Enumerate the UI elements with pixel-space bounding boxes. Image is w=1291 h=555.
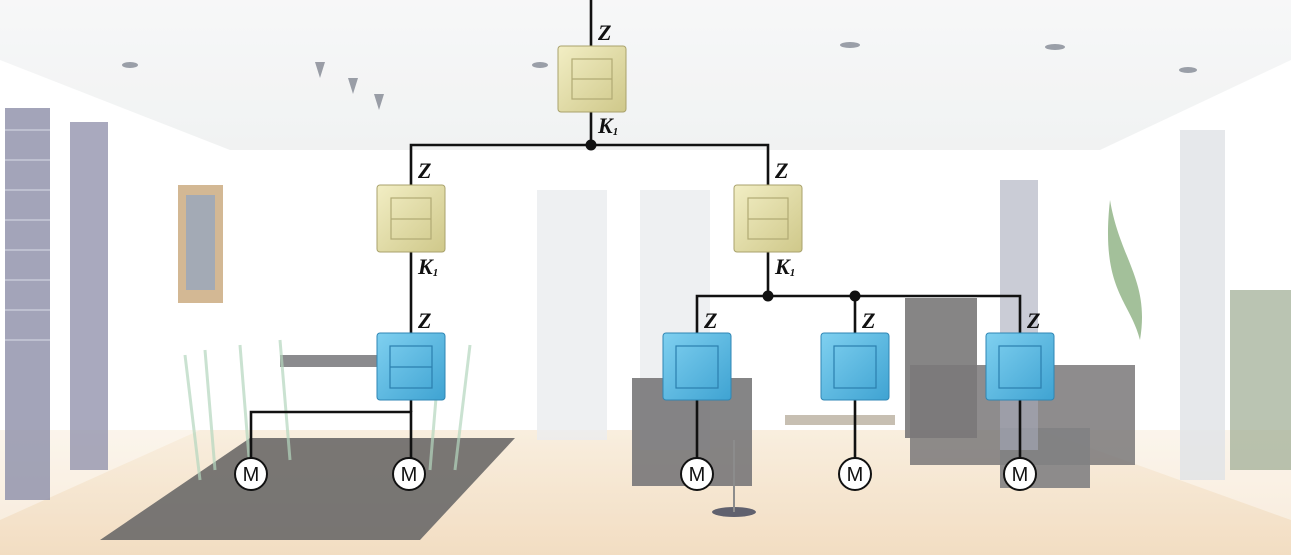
motor-label: M: [847, 464, 864, 486]
coffee-table: [785, 415, 895, 425]
motor-label: M: [1012, 464, 1029, 486]
label-k-subscript: 1: [613, 126, 619, 138]
wiring: [249, 0, 1022, 458]
label-z: Z: [774, 158, 788, 183]
label-z: Z: [417, 308, 431, 333]
motor-label: M: [401, 464, 418, 486]
plant: [1107, 200, 1143, 340]
label-z: Z: [1026, 308, 1040, 333]
motor-label: M: [243, 464, 260, 486]
label-k: K: [597, 113, 614, 138]
label-z: Z: [597, 20, 611, 45]
motor-3: M: [680, 457, 714, 491]
motor-1: M: [234, 457, 268, 491]
ceiling-lights: [122, 42, 1197, 110]
door-left: [537, 190, 607, 440]
window-left-2: [70, 122, 108, 470]
actuator-switch-1: [376, 332, 446, 401]
central-switch-top: [557, 45, 627, 113]
junction-dot: [849, 290, 861, 302]
ceiling: [0, 0, 1291, 150]
label-k1: K1: [417, 254, 438, 279]
garden-view: [1230, 290, 1291, 470]
dining-table: [280, 355, 390, 367]
motor-4: M: [838, 457, 872, 491]
actuator-switch-4: [985, 332, 1055, 401]
label-k-subscript: 1: [433, 267, 439, 279]
label-k1: K1: [774, 254, 795, 279]
window-right-2: [1180, 130, 1225, 480]
junction-dot: [762, 290, 774, 302]
wire-motor-pair: [249, 410, 413, 458]
chairs: [183, 339, 472, 481]
motor-2: M: [392, 457, 426, 491]
actuator-switch-2: [662, 332, 732, 401]
actuator-switch-3: [820, 332, 890, 401]
window-left-1: [5, 108, 50, 500]
label-k-subscript: 1: [790, 267, 796, 279]
junction-dot: [585, 139, 597, 151]
central-switch-left: [376, 184, 446, 253]
label-k1: K1: [597, 113, 618, 138]
label-z: Z: [861, 308, 875, 333]
label-k: K: [774, 254, 791, 279]
label-k: K: [417, 254, 434, 279]
motor-label: M: [689, 464, 706, 486]
label-z: Z: [417, 158, 431, 183]
label-z: Z: [703, 308, 717, 333]
central-switch-right: [733, 184, 803, 253]
motor-5: M: [1003, 457, 1037, 491]
